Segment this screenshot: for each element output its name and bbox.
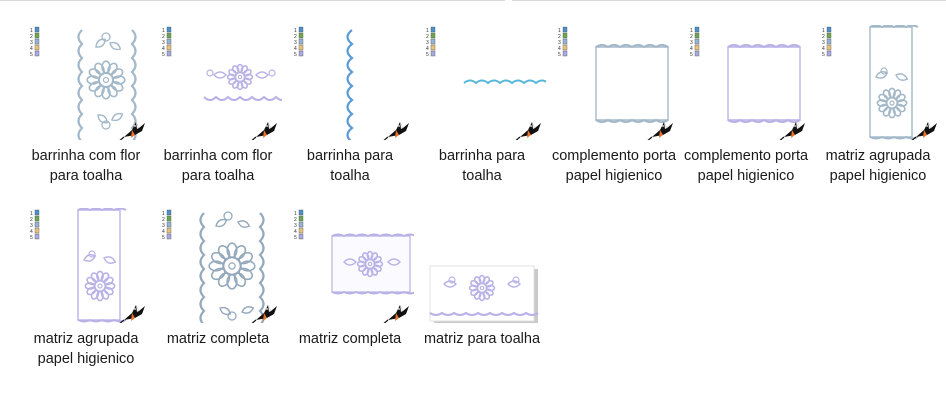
file-name: matriz completa [166, 331, 270, 347]
hummingbird-icon [515, 122, 541, 140]
svg-text:5: 5 [558, 52, 561, 58]
file-name: complemento porta papel higienico [683, 148, 809, 184]
svg-text:5: 5 [294, 235, 297, 241]
file-name: matriz completa [298, 331, 402, 347]
hummingbird-icon [251, 305, 277, 323]
svg-text:3: 3 [294, 223, 297, 229]
svg-text:2: 2 [162, 34, 165, 40]
hummingbird-icon [119, 122, 145, 140]
file-name: barrinha com flor para toalha [163, 148, 273, 184]
svg-text:3: 3 [558, 40, 561, 46]
hummingbird-icon [251, 122, 277, 140]
svg-text:2: 2 [30, 34, 33, 40]
svg-text:2: 2 [30, 217, 33, 223]
svg-text:3: 3 [690, 40, 693, 46]
svg-text:4: 4 [30, 229, 33, 235]
svg-text:2: 2 [294, 217, 297, 223]
svg-text:4: 4 [558, 46, 561, 52]
svg-text:4: 4 [294, 46, 297, 52]
hummingbird-icon [119, 305, 145, 323]
svg-text:4: 4 [162, 46, 165, 52]
top-divider [0, 0, 946, 3]
svg-text:3: 3 [162, 223, 165, 229]
svg-text:4: 4 [30, 46, 33, 52]
svg-text:5: 5 [822, 52, 825, 58]
file-name: matriz para toalha [423, 331, 541, 347]
svg-text:5: 5 [162, 235, 165, 241]
svg-text:1: 1 [558, 28, 561, 34]
svg-text:4: 4 [294, 229, 297, 235]
svg-text:1: 1 [162, 211, 165, 217]
svg-text:1: 1 [30, 211, 33, 217]
svg-text:4: 4 [162, 229, 165, 235]
svg-text:4: 4 [426, 46, 429, 52]
file-name: barrinha para toalha [438, 148, 526, 184]
svg-text:3: 3 [822, 40, 825, 46]
svg-text:1: 1 [162, 28, 165, 34]
svg-text:5: 5 [426, 52, 429, 58]
svg-text:3: 3 [426, 40, 429, 46]
file-name: matriz agrupada papel higienico [825, 148, 931, 184]
svg-text:1: 1 [690, 28, 693, 34]
svg-text:5: 5 [162, 52, 165, 58]
svg-text:3: 3 [162, 40, 165, 46]
svg-text:2: 2 [162, 217, 165, 223]
svg-text:3: 3 [30, 223, 33, 229]
svg-text:5: 5 [30, 52, 33, 58]
svg-text:5: 5 [690, 52, 693, 58]
file-name: barrinha com flor para toalha [31, 148, 141, 184]
svg-text:2: 2 [558, 34, 561, 40]
file-name: barrinha para toalha [306, 148, 394, 184]
svg-text:1: 1 [426, 28, 429, 34]
svg-text:5: 5 [30, 235, 33, 241]
svg-text:2: 2 [426, 34, 429, 40]
file-name: complemento porta papel higienico [551, 148, 677, 184]
svg-text:3: 3 [30, 40, 33, 46]
svg-text:4: 4 [690, 46, 693, 52]
file-name: matriz agrupada papel higienico [33, 331, 139, 367]
svg-text:2: 2 [294, 34, 297, 40]
svg-text:3: 3 [294, 40, 297, 46]
svg-text:1: 1 [294, 211, 297, 217]
svg-text:1: 1 [294, 28, 297, 34]
svg-text:5: 5 [294, 52, 297, 58]
hummingbird-icon [779, 122, 805, 140]
svg-text:4: 4 [822, 46, 825, 52]
hummingbird-icon [911, 122, 937, 140]
hummingbird-icon [383, 305, 409, 323]
hummingbird-icon [647, 122, 673, 140]
svg-text:1: 1 [822, 28, 825, 34]
svg-text:2: 2 [690, 34, 693, 40]
file-thumbnail [429, 265, 539, 323]
svg-text:2: 2 [822, 34, 825, 40]
hummingbird-icon [383, 122, 409, 140]
svg-text:1: 1 [30, 28, 33, 34]
